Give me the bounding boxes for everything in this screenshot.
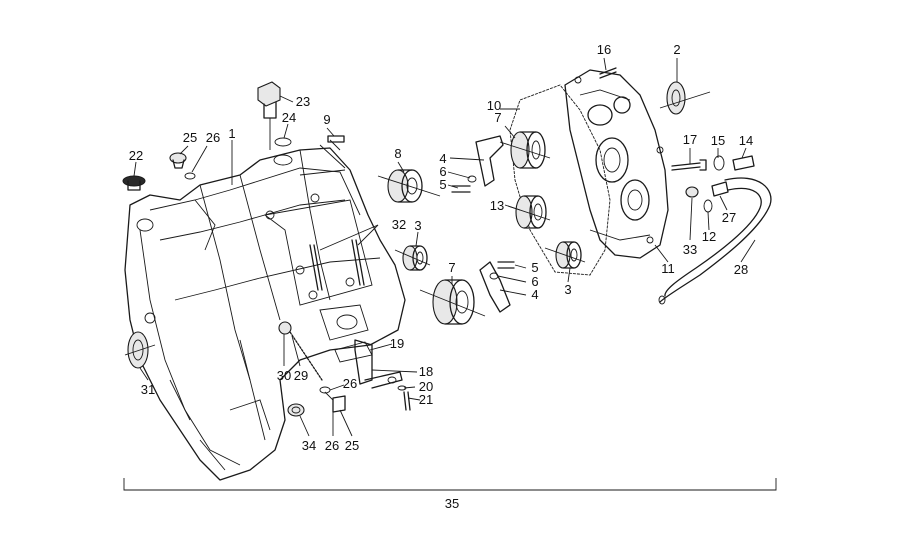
callout-16: 16 [597, 42, 611, 57]
callout-8: 8 [394, 146, 401, 161]
gasket-10 [509, 84, 611, 276]
callout-35: 35 [445, 496, 459, 511]
callout-4: 4 [439, 151, 446, 166]
plug-34 [287, 403, 305, 417]
rear-cover-11 [564, 69, 669, 259]
callout-12: 12 [702, 229, 716, 244]
callout-5: 5 [531, 260, 538, 275]
retainer-plate-4-lower [479, 261, 511, 313]
bearing-13 [515, 195, 547, 229]
stud-16 [599, 67, 617, 79]
banjo-fitting-14 [685, 155, 755, 213]
callout-25: 25 [345, 438, 359, 453]
callout-34: 34 [302, 438, 316, 453]
filler-plug-23 [257, 81, 292, 150]
callout-labels: 1 2 3 3 4 4 5 5 6 6 7 7 8 9 10 11 12 13 … [129, 42, 753, 511]
callout-6: 6 [531, 274, 538, 289]
gearbox-housing [124, 139, 406, 481]
callout-25: 25 [183, 130, 197, 145]
callout-2: 2 [673, 42, 680, 57]
callout-7: 7 [494, 110, 501, 125]
gasket-19 [334, 341, 373, 363]
callout-22: 22 [129, 148, 143, 163]
callout-6: 6 [439, 164, 446, 179]
bolts-5-6 [451, 175, 515, 280]
breather-22 [122, 175, 146, 191]
shift-lever-18 [354, 339, 403, 389]
callout-3: 3 [564, 282, 571, 297]
callout-26: 26 [325, 438, 339, 453]
callout-26: 26 [206, 130, 220, 145]
callout-9: 9 [323, 112, 330, 127]
bearing-7-upper [510, 131, 546, 169]
callout-14: 14 [739, 133, 753, 148]
assembly-axes [124, 91, 711, 356]
callout-4: 4 [531, 287, 538, 302]
callout-33: 33 [683, 242, 697, 257]
bearing-3-left [402, 245, 428, 271]
seal-31 [127, 331, 149, 369]
bearing-7-lower [432, 279, 475, 325]
callout-20: 20 [419, 379, 433, 394]
dowel-9 [327, 135, 345, 143]
studs-32 [309, 239, 365, 291]
callout-30: 30 [277, 368, 291, 383]
callout-15: 15 [711, 133, 725, 148]
callout-1: 1 [228, 126, 235, 141]
callout-24: 24 [282, 110, 296, 125]
callout-13: 13 [490, 198, 504, 213]
leader-lines [133, 57, 756, 437]
callout-10: 10 [487, 98, 501, 113]
callout-27: 27 [722, 210, 736, 225]
hose-28 [658, 177, 772, 305]
callout-7: 7 [448, 260, 455, 275]
callout-11: 11 [661, 261, 675, 276]
bearing-3-right [555, 241, 582, 269]
callout-32: 32 [392, 217, 406, 232]
plug-25-top [169, 152, 196, 180]
callout-23: 23 [296, 94, 310, 109]
bearing-8 [387, 169, 423, 203]
seal-2 [666, 81, 686, 115]
callout-29: 29 [294, 368, 308, 383]
callout-3: 3 [414, 218, 421, 233]
bolt-17 [671, 159, 707, 171]
callout-19: 19 [390, 336, 404, 351]
callout-31: 31 [141, 382, 155, 397]
assembly-bracket-35 [123, 478, 777, 491]
callout-5: 5 [439, 177, 446, 192]
callout-21: 21 [419, 392, 433, 407]
retainer-plate-4-upper [475, 135, 504, 187]
callout-28: 28 [734, 262, 748, 277]
callout-26: 26 [343, 376, 357, 391]
spring-29-30 [278, 321, 323, 381]
callout-18: 18 [419, 364, 433, 379]
callout-17: 17 [683, 132, 697, 147]
